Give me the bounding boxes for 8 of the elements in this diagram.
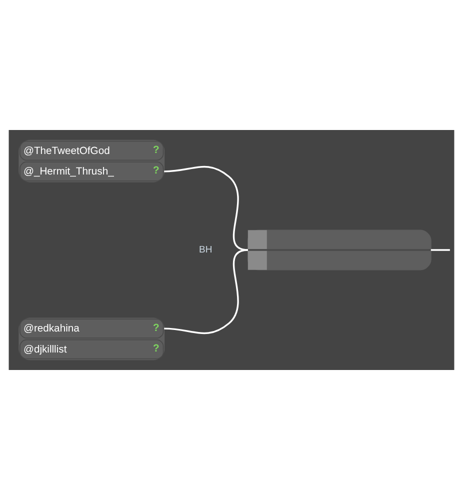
node-box: @djkilllist ? bbox=[20, 338, 164, 359]
label: BH bbox=[199, 244, 212, 255]
connector bbox=[164, 165, 248, 250]
connector bbox=[164, 248, 248, 334]
node-box: @TheTweetOfGod ? bbox=[20, 140, 164, 160]
node-box: @redkahina ? bbox=[20, 318, 164, 338]
node-box: @_Hermit_Thrush_ ? bbox=[20, 161, 164, 181]
connector bbox=[430, 248, 450, 250]
